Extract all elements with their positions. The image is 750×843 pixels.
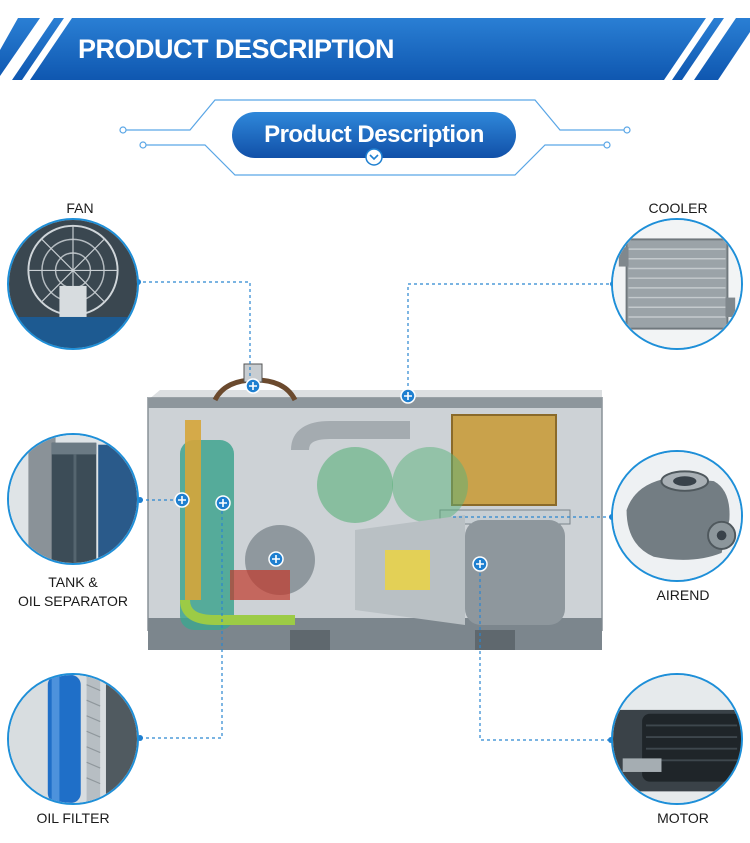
oil-filter-label: OIL FILTER xyxy=(36,810,110,826)
tank-label-line2: OIL SEPARATOR xyxy=(18,593,128,609)
tank-photo-icon xyxy=(7,433,139,565)
fan-label: FAN xyxy=(66,200,94,216)
cooler-photo-icon xyxy=(611,218,743,350)
section-title-pill: Product Description xyxy=(264,121,484,148)
oil-filter-photo-icon xyxy=(7,673,139,805)
chevron-down-icon xyxy=(369,154,379,161)
compressor-illustration xyxy=(147,363,603,650)
page-title: PRODUCT DESCRIPTION xyxy=(78,34,395,64)
cooler-label: COOLER xyxy=(648,200,708,216)
motor-photo-icon xyxy=(611,673,743,805)
subtitle-ornament xyxy=(119,99,631,176)
fan-photo-icon xyxy=(7,218,139,350)
tank-label-line1: TANK & xyxy=(48,574,98,590)
header-banner xyxy=(0,18,750,80)
airend-photo-icon xyxy=(611,450,743,582)
motor-label: MOTOR xyxy=(657,810,709,826)
airend-label: AIREND xyxy=(656,587,710,603)
